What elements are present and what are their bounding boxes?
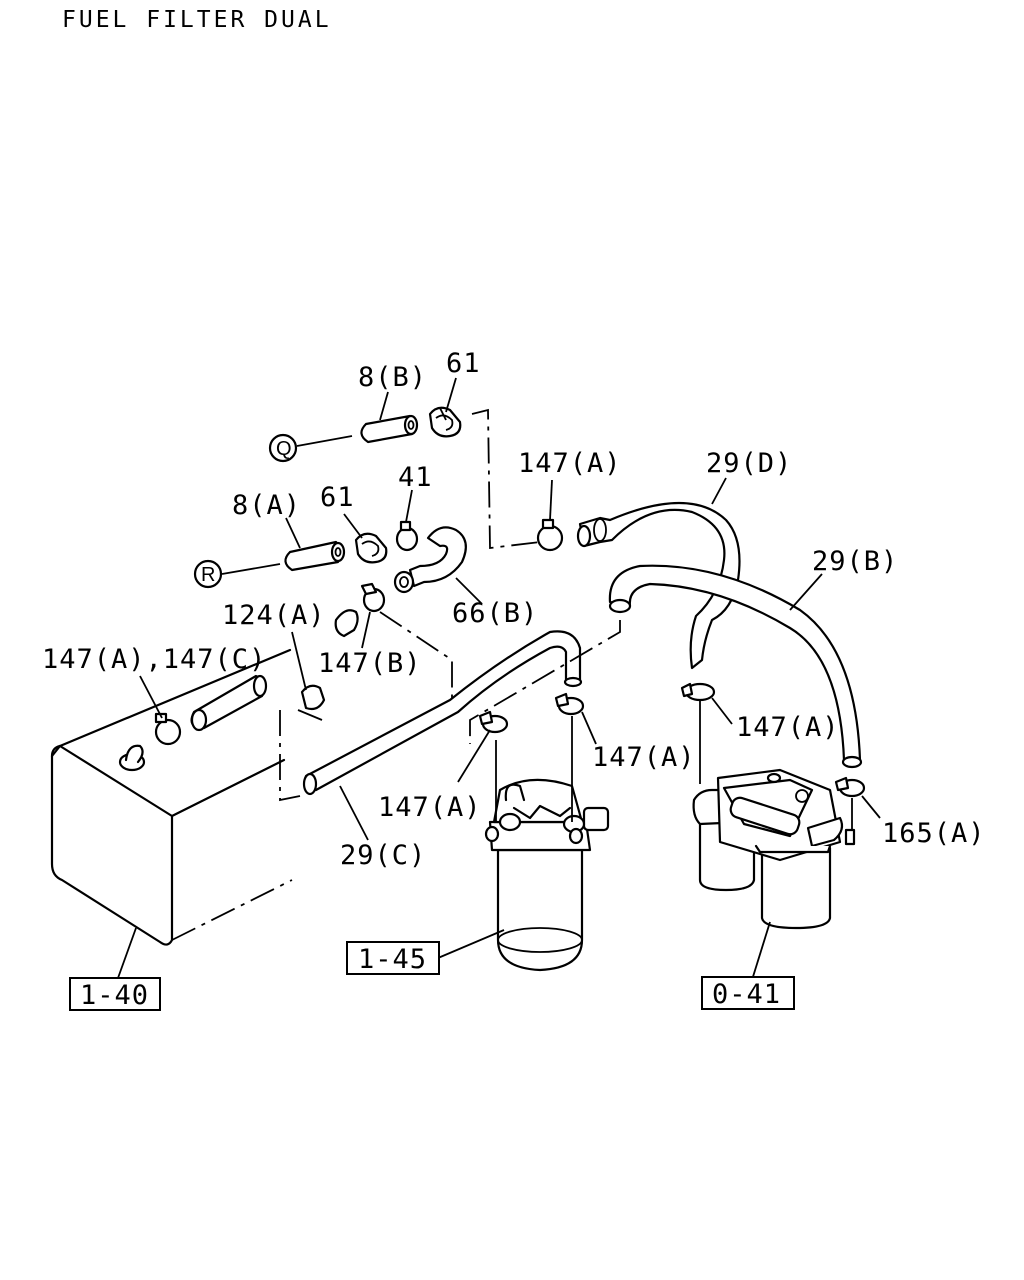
callout-29c: 29(C) xyxy=(340,840,426,871)
clamp-147b xyxy=(360,582,386,613)
hose-29d xyxy=(576,501,741,670)
callout-29d: 29(D) xyxy=(706,448,792,479)
callout-147b: 147(B) xyxy=(318,648,422,679)
hose-66b xyxy=(393,526,467,594)
clip-61-mid xyxy=(354,532,388,564)
routing-line-center xyxy=(469,620,621,744)
pipe-8b xyxy=(296,414,419,447)
routing-line-upper xyxy=(471,408,541,550)
routing-line-124a xyxy=(379,611,453,700)
clamp-147a-m1 xyxy=(478,710,509,734)
callout-61-top: 61 xyxy=(446,348,481,379)
callout-147a-r1: 147(A) xyxy=(736,712,840,743)
callout-147a-m1: 147(A) xyxy=(378,792,482,823)
callout-165a: 165(A) xyxy=(882,818,986,849)
clamp-165a xyxy=(834,776,866,798)
clamp-147a-m2 xyxy=(554,692,585,716)
clamp-147a-r1 xyxy=(680,682,716,702)
fuel-tank xyxy=(50,648,293,946)
callout-8b: 8(B) xyxy=(358,362,427,393)
diagram-title: FUEL FILTER DUAL xyxy=(62,7,332,33)
filter-0-41 xyxy=(692,696,856,930)
callout-29b: 29(B) xyxy=(812,546,898,577)
hose-29b xyxy=(608,564,863,769)
clip-61-top xyxy=(428,406,462,438)
pipe-tank-fitting xyxy=(190,674,268,732)
callout-8a: 8(A) xyxy=(232,490,301,521)
ref-label-1-40: 1-40 xyxy=(80,980,149,1011)
connector-r-label: R xyxy=(201,564,215,586)
callout-66b: 66(B) xyxy=(452,598,538,629)
ref-label-1-45: 1-45 xyxy=(358,944,427,975)
connector-q-marker: Q xyxy=(268,433,298,463)
pipe-8a xyxy=(221,540,346,575)
ref-box-1-45[interactable]: 1-45 xyxy=(346,941,440,975)
clamp-41 xyxy=(395,520,419,552)
leader-lines xyxy=(117,377,881,981)
filter-1-45 xyxy=(484,716,610,972)
ref-box-0-41[interactable]: 0-41 xyxy=(701,976,795,1010)
clamp-147a-top xyxy=(536,518,564,552)
pipe-29c xyxy=(302,630,583,796)
callout-41: 41 xyxy=(398,462,433,493)
ref-box-1-40[interactable]: 1-40 xyxy=(69,977,161,1011)
callout-61-mid: 61 xyxy=(320,482,355,513)
elbow-124a xyxy=(334,609,359,638)
clamp-147ac xyxy=(154,712,182,746)
routing-line-tank xyxy=(279,710,301,802)
connector-q-label: Q xyxy=(276,438,292,460)
callout-147ac: 147(A),147(C) xyxy=(42,644,266,675)
clip-124a xyxy=(297,684,326,721)
ref-label-0-41: 0-41 xyxy=(712,979,781,1010)
callout-124a: 124(A) xyxy=(222,600,326,631)
callout-147a-top: 147(A) xyxy=(518,448,622,479)
connector-r-marker: R xyxy=(193,559,223,589)
callout-147a-m2: 147(A) xyxy=(592,742,696,773)
